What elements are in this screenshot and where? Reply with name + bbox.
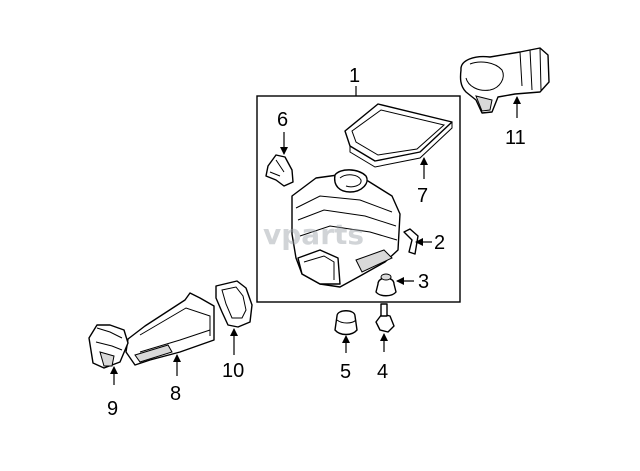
part-11-intake-duct[interactable] (459, 47, 550, 114)
part-6-sensor[interactable] (265, 154, 294, 187)
callout-10: 10 (222, 360, 244, 382)
part-4-bolt[interactable] (375, 303, 395, 333)
callout-3: 3 (418, 271, 429, 293)
part-7-filter[interactable] (344, 103, 453, 168)
callout-8: 8 (170, 383, 181, 405)
callout-5: 5 (340, 361, 351, 383)
part-9-inlet[interactable] (88, 324, 129, 369)
assembly-frame (256, 95, 461, 303)
part-8-duct[interactable] (125, 292, 215, 366)
part-2-clip[interactable] (403, 228, 419, 255)
callout-2: 2 (434, 232, 445, 254)
part-5-grommet[interactable] (334, 310, 358, 336)
part-10-seal[interactable] (215, 280, 253, 328)
callout-4: 4 (377, 361, 388, 383)
part-3-grommet[interactable] (375, 273, 397, 297)
watermark-text: vparts (263, 218, 364, 251)
callout-11: 11 (505, 127, 526, 149)
callout-6: 6 (277, 109, 288, 131)
callout-7: 7 (417, 185, 428, 207)
callout-1: 1 (349, 65, 360, 87)
part-1-air-cleaner-housing[interactable] (291, 169, 401, 288)
callout-9: 9 (107, 398, 118, 420)
